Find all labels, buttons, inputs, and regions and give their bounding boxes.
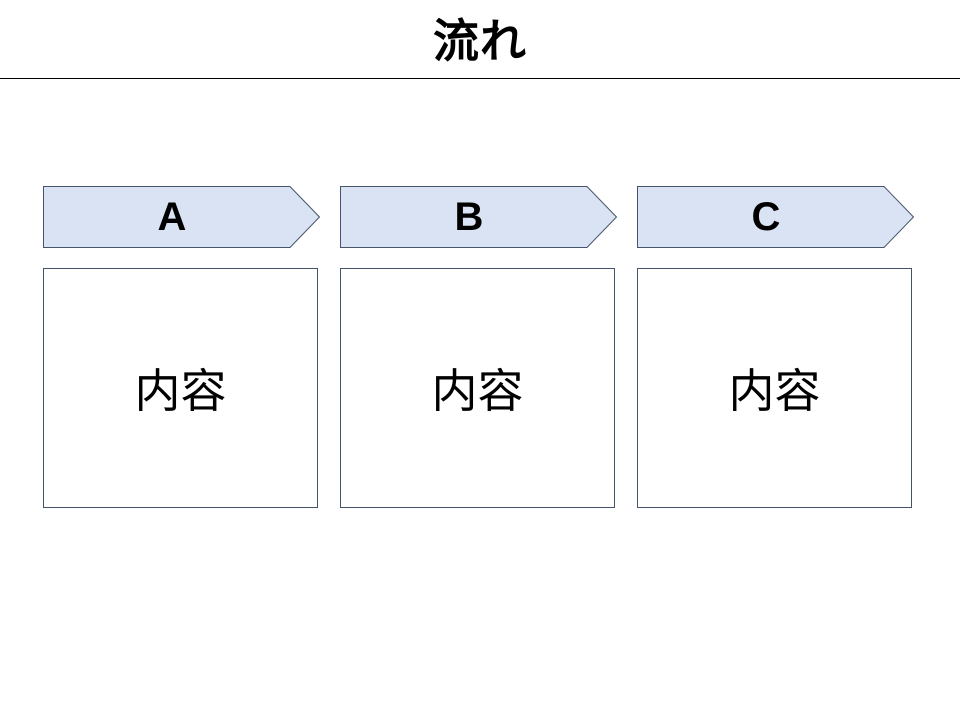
content-box-c: 内容 bbox=[637, 268, 912, 508]
chevron-b: B bbox=[340, 186, 618, 248]
chevron-label-c: C bbox=[751, 195, 781, 239]
chevron-label-a: A bbox=[157, 195, 187, 239]
content-box-b: 内容 bbox=[340, 268, 615, 508]
content-text-a: 内容 bbox=[134, 364, 227, 418]
stage-b: B 内容 bbox=[340, 186, 618, 510]
content-box-a: 内容 bbox=[43, 268, 318, 508]
stage-c: C 内容 bbox=[637, 186, 915, 510]
content-text-c: 内容 bbox=[728, 364, 821, 418]
chevron-c: C bbox=[637, 186, 915, 248]
slide-title: 流れ bbox=[433, 14, 527, 68]
chevron-label-b: B bbox=[454, 195, 484, 239]
chevron-shape-a bbox=[43, 186, 321, 248]
chevron-a: A bbox=[43, 186, 321, 248]
chevron-shape-c bbox=[637, 186, 915, 248]
content-text-b: 内容 bbox=[431, 364, 524, 418]
stage-a: A 内容 bbox=[43, 186, 321, 510]
title-divider bbox=[0, 78, 960, 79]
chevron-shape-b bbox=[340, 186, 618, 248]
